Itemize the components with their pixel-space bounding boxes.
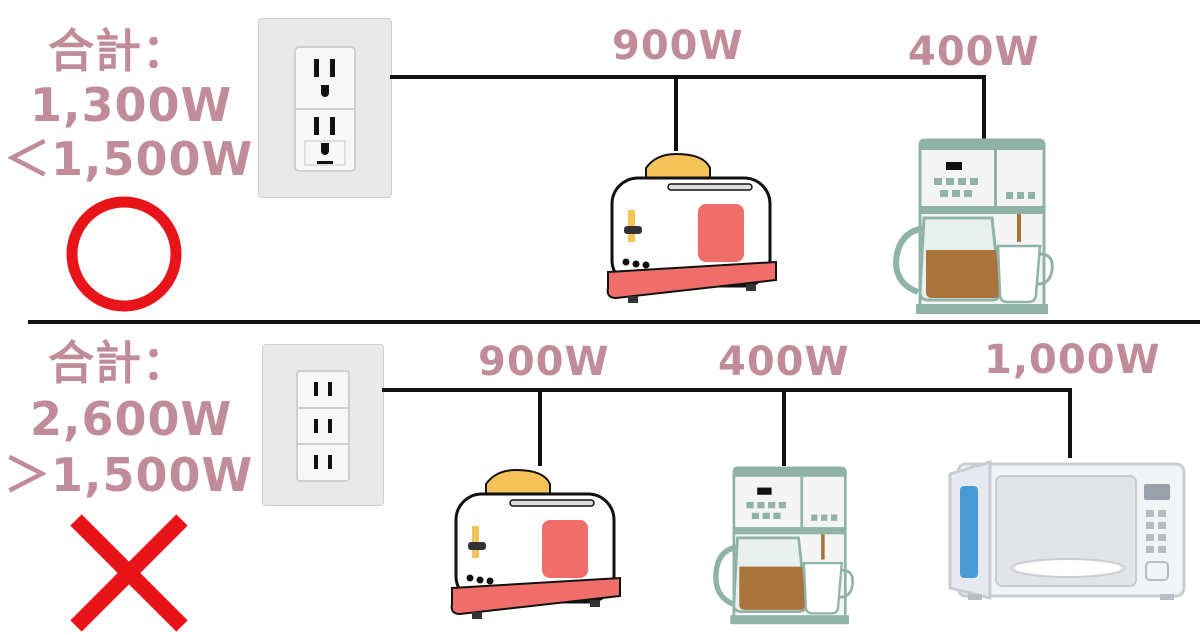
bottom-wall-outlet	[262, 344, 384, 506]
microwave-icon	[948, 459, 1186, 600]
bottom-comparison: ＞1,500W	[4, 448, 254, 502]
top-watt-label-toaster: 900W	[612, 23, 744, 69]
triple-outlet-icon	[296, 370, 350, 482]
coffee-maker-icon	[713, 466, 855, 625]
coffee-maker-icon	[892, 138, 1054, 314]
top-toaster-drop-wire	[674, 79, 678, 151]
bottom-watt-label-microwave: 1,000W	[984, 337, 1161, 383]
section-divider	[28, 320, 1200, 324]
toaster-icon	[606, 152, 777, 303]
toaster-icon	[450, 468, 621, 619]
bottom-toaster-drop-wire	[538, 392, 542, 466]
ok-circle-icon	[66, 196, 182, 312]
top-coffee-drop-wire	[982, 75, 986, 140]
top-watt-label-coffee: 400W	[908, 29, 1040, 75]
bottom-total-label: 合計：	[48, 336, 189, 390]
bottom-main-wire	[382, 388, 1072, 392]
bottom-total-value: 2,600W	[30, 392, 233, 446]
bottom-watt-label-coffee: 400W	[718, 339, 850, 385]
bottom-watt-label-toaster: 900W	[478, 339, 610, 385]
top-main-wire	[390, 75, 986, 79]
grounded-outlet-icon	[294, 46, 356, 172]
bottom-coffee-drop-wire	[782, 392, 786, 466]
top-wall-outlet	[258, 18, 392, 198]
ng-cross-icon	[70, 514, 188, 632]
bottom-microwave-drop-wire	[1068, 392, 1072, 458]
top-comparison: ＜1,500W	[4, 132, 254, 186]
top-total-value: 1,300W	[30, 78, 233, 132]
top-total-label: 合計：	[48, 24, 189, 78]
